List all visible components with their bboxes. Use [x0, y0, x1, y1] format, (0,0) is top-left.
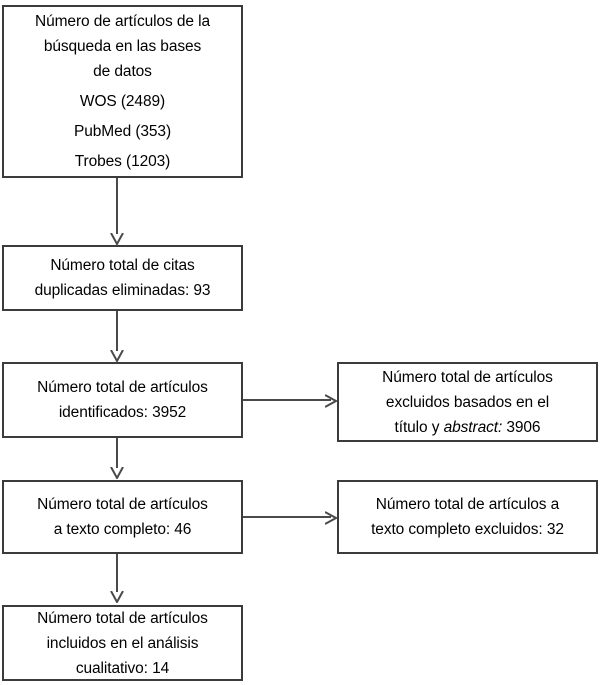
excluded-fulltext-line-2: texto completo excluidos: 32 — [371, 521, 564, 538]
duplicates-line-2: duplicadas eliminadas: 93 — [34, 282, 211, 299]
connector-duplicates-to-identified — [116, 311, 118, 351]
identified-line-1: Número total de artículos — [37, 379, 208, 396]
connector-fulltext-to-excluded-fulltext — [243, 516, 331, 518]
node-excluded-by-title-abstract: Número total de artículos excluidos basa… — [337, 362, 598, 442]
included-line-3: cualitativo: 14 — [75, 659, 170, 677]
search-header-line-1: Número de artículos de la — [35, 13, 210, 30]
fulltext-line-1: Número total de artículos — [37, 496, 208, 513]
excluded-title-abstract-keyword: abstract: — [443, 418, 503, 436]
search-source-pubmed: PubMed (353) — [73, 123, 172, 140]
arrow-right-icon — [324, 394, 339, 408]
identified-line-2: identificados: 3952 — [58, 404, 187, 421]
connector-identified-to-fulltext — [116, 438, 118, 468]
included-line-1: Número total de artículos — [37, 609, 208, 627]
node-articles-full-text: Número total de artículos a texto comple… — [2, 480, 243, 554]
excluded-fulltext-line-1: Número total de artículos a — [375, 496, 560, 513]
arrow-down-icon — [110, 349, 124, 364]
arrow-down-icon — [110, 590, 124, 605]
excluded-title-line-3-prefix: título y — [394, 418, 444, 436]
excluded-title-line-3: título y abstract: 3906 — [345, 415, 590, 440]
search-source-wos: WOS (2489) — [79, 93, 166, 110]
duplicates-line-1: Número total de citas — [50, 257, 195, 274]
included-line-2: incluidos en el análisis — [46, 634, 199, 652]
excluded-title-line-3-count: 3906 — [502, 418, 541, 436]
node-full-text-excluded: Número total de artículos a texto comple… — [337, 480, 598, 554]
search-header-line-3: de datos — [93, 63, 152, 80]
arrow-down-icon — [110, 232, 124, 247]
arrow-down-icon — [110, 466, 124, 481]
fulltext-line-2: a texto completo: 46 — [53, 521, 192, 538]
connector-search-to-duplicates — [116, 178, 118, 234]
excluded-title-line-2: excluidos basados en el — [385, 393, 550, 411]
node-duplicates-removed: Número total de citas duplicadas elimina… — [2, 245, 243, 311]
node-search-results: Número de artículos de la búsqueda en la… — [2, 5, 243, 178]
connector-identified-to-excluded-title — [243, 399, 331, 401]
search-source-trobes: Trobes (1203) — [74, 153, 171, 170]
excluded-title-line-1: Número total de artículos — [382, 368, 553, 386]
arrow-right-icon — [324, 511, 339, 525]
search-header-line-2: búsqueda en las bases — [43, 38, 202, 55]
node-articles-identified: Número total de artículos identificados:… — [2, 362, 243, 438]
connector-fulltext-to-included — [116, 554, 118, 592]
node-articles-included: Número total de artículos incluidos en e… — [2, 605, 243, 681]
